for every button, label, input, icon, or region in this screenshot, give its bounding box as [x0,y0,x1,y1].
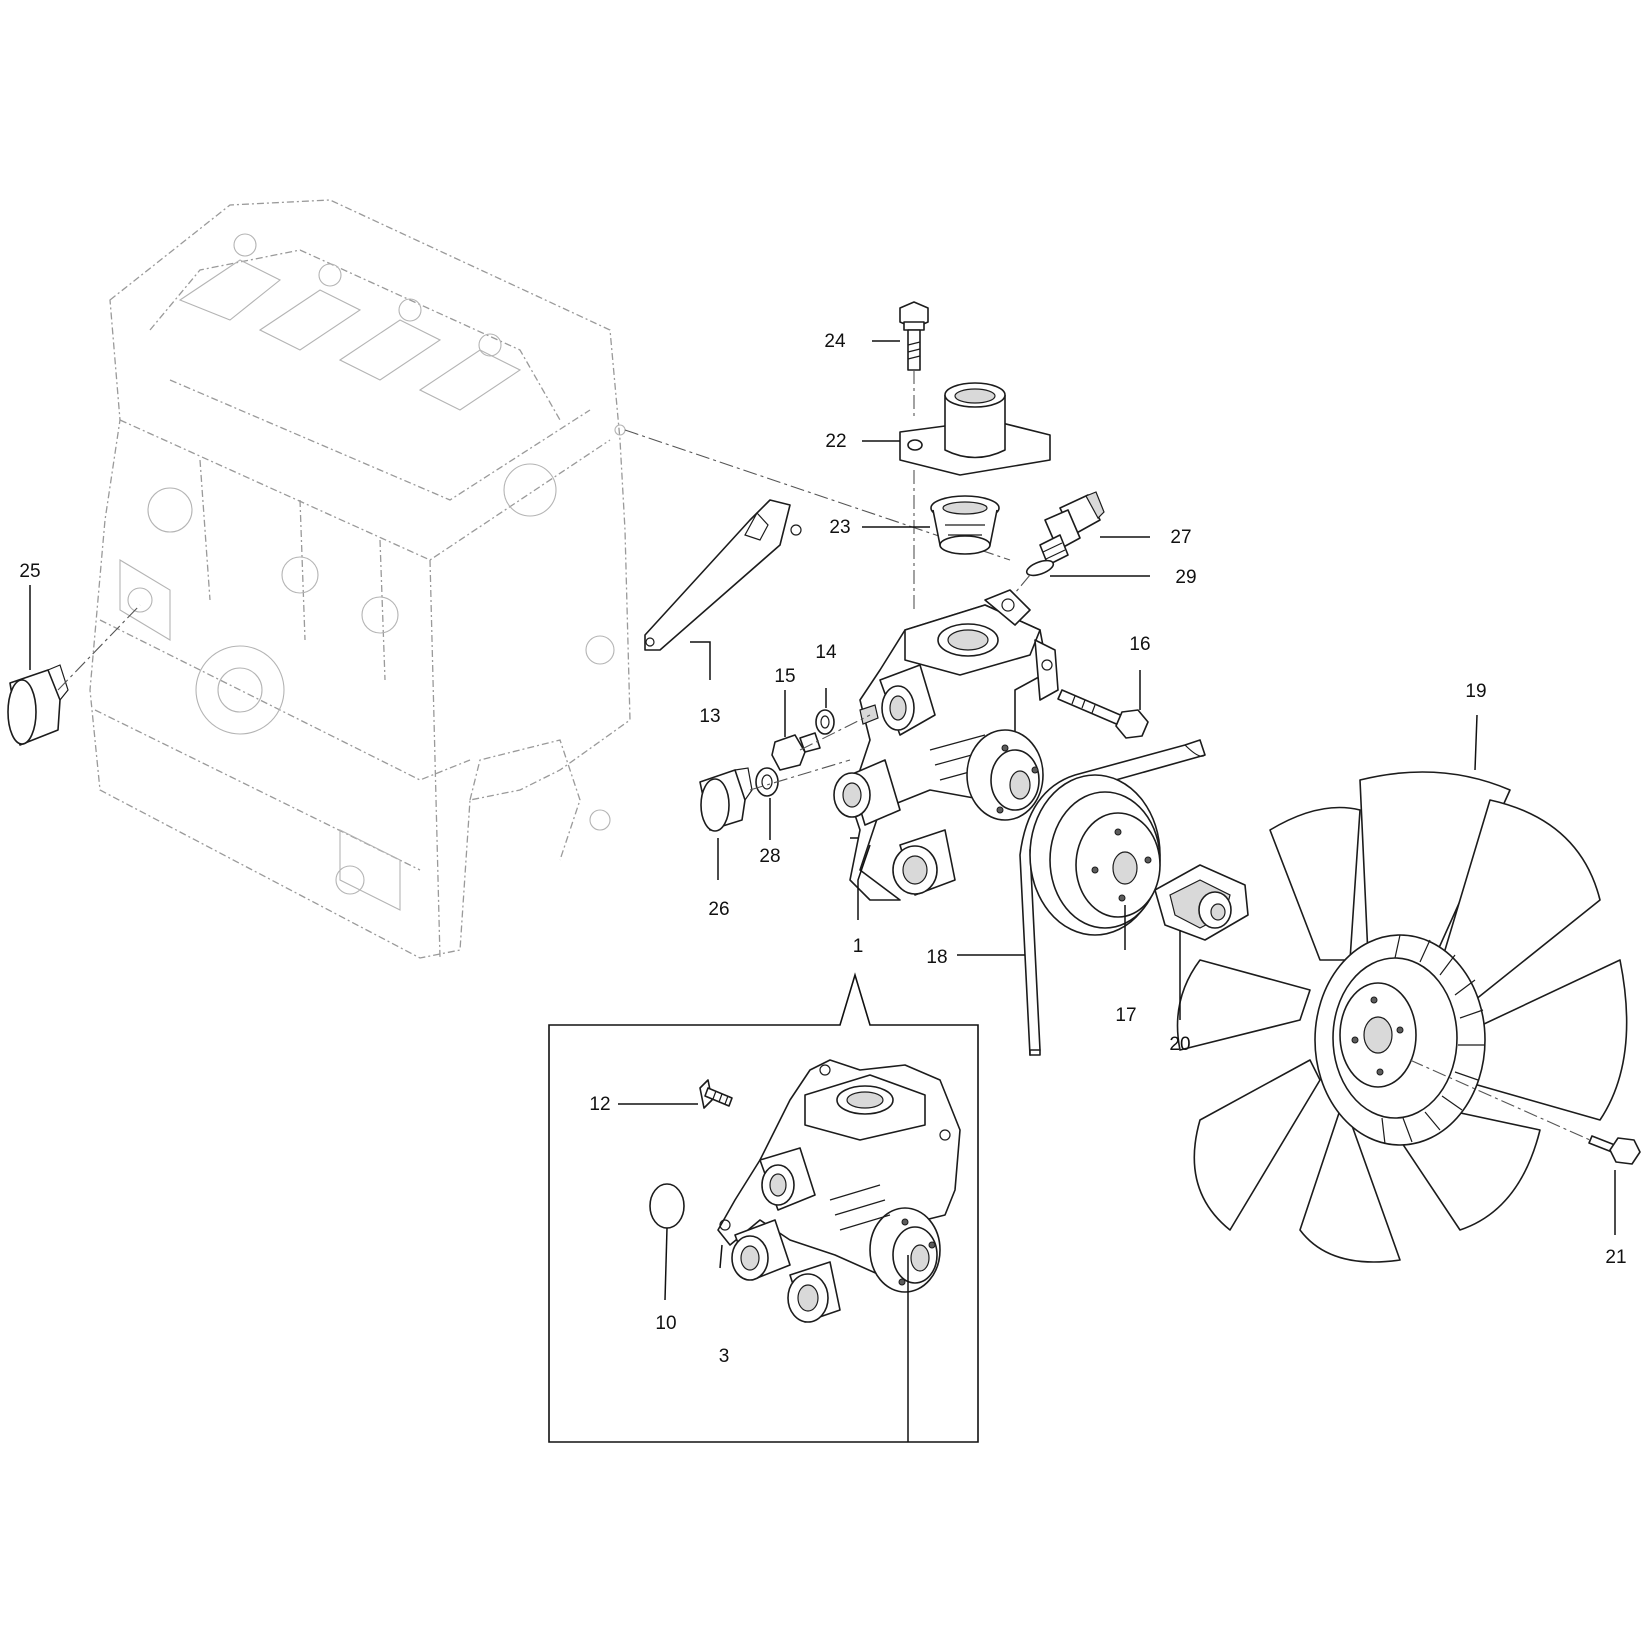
callout-19: 19 [1465,681,1486,702]
part-24-bolt [899,301,929,371]
engine-block-phantom [89,199,631,959]
water-pump-assembly [833,589,1059,901]
axis-14-15 [799,714,871,751]
callout-26: 26 [708,899,729,920]
part-27-sensor [1039,491,1105,566]
part-17-pulley [1029,774,1161,936]
callout-17: 17 [1115,1005,1136,1026]
part-14-washer [815,709,835,735]
callout-10: 10 [655,1313,676,1334]
leader-lines [29,340,1616,1442]
part-28-washer [755,767,779,797]
part-21-bolt [1588,1135,1641,1165]
axis-26-28 [749,759,851,791]
callout-1: 1 [853,936,864,957]
part-13-gasket [644,499,802,651]
part-23-thermostat [930,495,1000,555]
part-20-spacer [1154,864,1249,941]
callout-18: 18 [926,947,947,968]
callout-25: 25 [19,561,40,582]
callout-20: 20 [1169,1034,1190,1055]
part-29-o-ring [1025,559,1055,577]
part-15-bolt [771,732,821,771]
sub-pump-body [717,1059,961,1323]
part-19-cooling-fan [1176,771,1628,1263]
part-16-bolt [1057,689,1149,739]
part-26-plug [699,767,753,832]
callout-13: 13 [699,706,720,727]
callout-3: 3 [719,1346,730,1367]
callout-21: 21 [1605,1247,1626,1268]
callout-12: 12 [589,1094,610,1115]
callout-23: 23 [829,517,850,538]
callout-numbers: 1 3 10 12 13 14 15 16 17 18 19 20 21 22 … [19,331,1626,1367]
part-25-plug [7,664,69,746]
callout-16: 16 [1129,634,1150,655]
callout-27: 27 [1170,527,1191,548]
axis-21 [1409,1059,1591,1141]
part-22-outlet-housing [899,382,1051,476]
sub-assembly-frame [548,972,979,1443]
callout-29: 29 [1175,567,1196,588]
callout-22: 22 [825,431,846,452]
callout-15: 15 [774,666,795,687]
axis-25 [57,604,141,691]
fan-hub-ribs [1381,934,1484,1145]
callout-28: 28 [759,846,780,867]
callout-14: 14 [815,642,837,663]
sub-o-ring-10 [649,1183,685,1229]
sub-screw-12 [699,1079,733,1109]
callout-24: 24 [824,331,846,352]
